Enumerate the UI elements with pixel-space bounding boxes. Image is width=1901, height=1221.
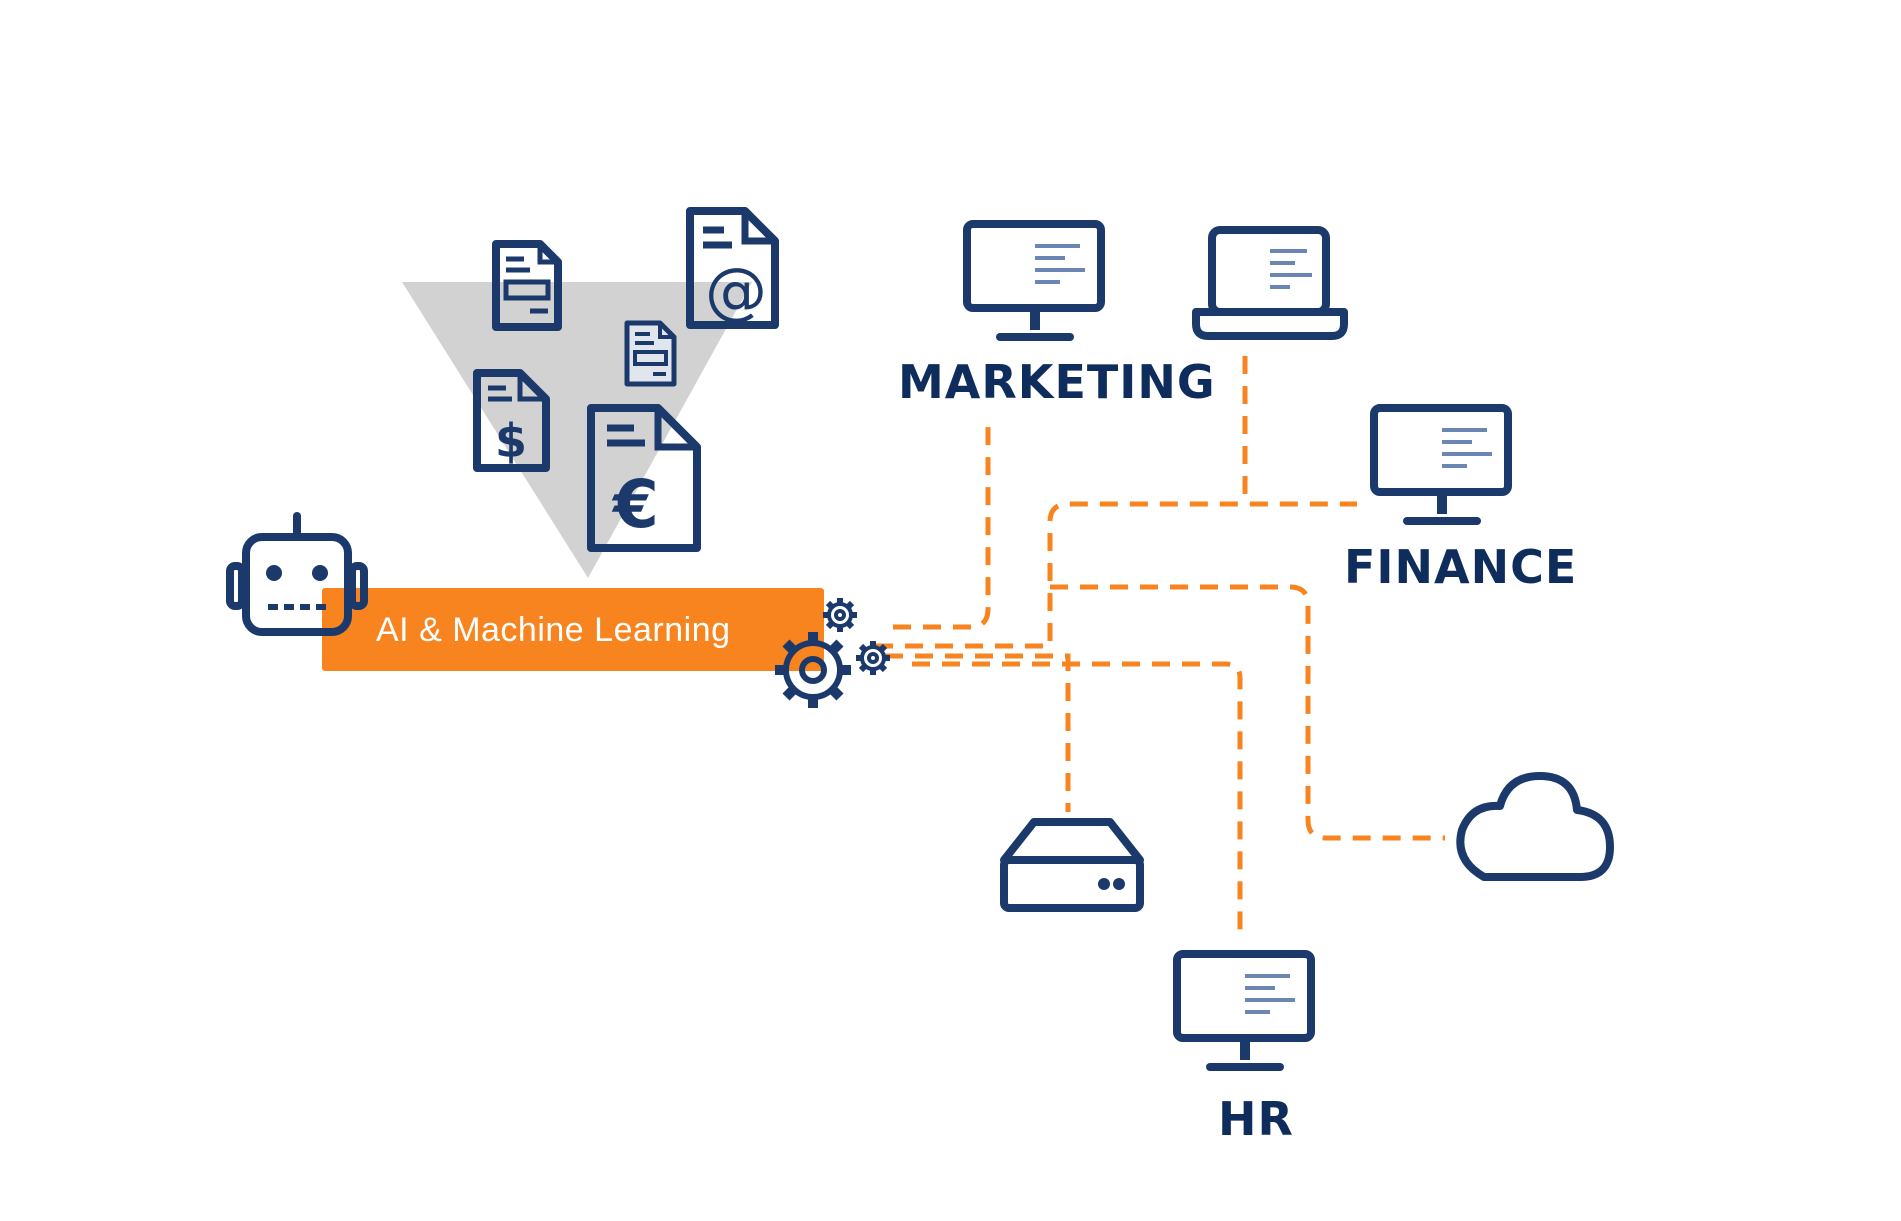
gears-icon: [775, 598, 890, 708]
dollar-document-icon: $: [473, 369, 550, 472]
email-document-icon: @: [686, 207, 779, 329]
connector-hr: [912, 661, 1243, 938]
connector-laptop-finance: [875, 501, 1357, 649]
marketing-monitor-icon: [963, 220, 1105, 341]
ai-ml-banner-label: AI & Machine Learning: [376, 611, 730, 649]
laptop-icon: [1192, 226, 1348, 340]
svg-text:@: @: [705, 254, 767, 327]
euro-document-icon: €: [587, 404, 701, 552]
hr-label: HR: [1218, 1092, 1294, 1146]
document-icon: [624, 320, 677, 387]
server-icon: [1000, 818, 1144, 912]
robot-icon: [226, 512, 368, 636]
cloud-icon: [1456, 772, 1614, 881]
marketing-label: MARKETING: [898, 355, 1216, 409]
finance-monitor-icon: [1370, 404, 1512, 525]
connector-marketing: [893, 418, 991, 630]
connector-cloud: [1050, 584, 1445, 841]
hr-monitor-icon: [1173, 950, 1315, 1071]
connector-lines: [875, 356, 1445, 938]
svg-text:$: $: [495, 414, 527, 468]
finance-label: FINANCE: [1344, 540, 1577, 594]
document-icon: [492, 240, 562, 331]
ai-ml-banner: [322, 588, 824, 671]
connector-server: [885, 653, 1071, 812]
svg-text:€: €: [611, 466, 659, 543]
